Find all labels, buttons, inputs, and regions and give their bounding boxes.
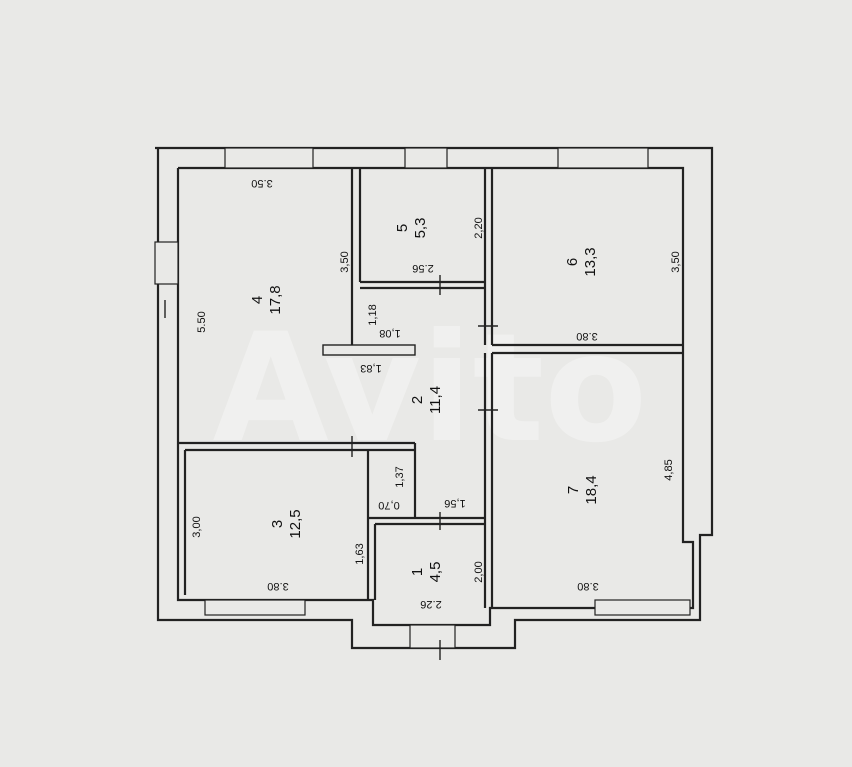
dim-label: 2.26 — [420, 598, 441, 610]
window-room4-left — [154, 241, 179, 285]
dim-label: 2.56 — [412, 262, 433, 274]
windows — [154, 147, 691, 649]
dim-label: 3,50 — [339, 251, 351, 272]
window-room7 — [594, 599, 691, 616]
dim-label: 1,18 — [367, 304, 379, 325]
svg-text:1: 1 — [409, 568, 426, 576]
dim-label: 5.50 — [196, 311, 208, 332]
room-6-label: 6 13,3 — [564, 247, 599, 276]
dim-label: 0,70 — [378, 499, 399, 511]
dim-label: 4,85 — [663, 459, 675, 480]
entry-door — [409, 624, 456, 649]
dim-label: 1,08 — [379, 327, 400, 339]
dim-label: 3.80 — [577, 580, 598, 592]
dimension-labels: 3.50 2.56 1,08 1,83 3.80 0,70 1,56 3.80 … — [191, 177, 682, 610]
dim-label: 2,00 — [473, 561, 485, 582]
dim-label: 3,00 — [191, 516, 203, 537]
dim-label: 3.80 — [267, 580, 288, 592]
room-5-label: 5 5,3 — [394, 218, 429, 239]
dim-label: 1,63 — [354, 543, 366, 564]
room-labels: 4 17,8 5 5,3 6 13,3 2 11,4 7 18,4 3 12,5… — [249, 218, 600, 583]
window-room6 — [557, 147, 649, 169]
room-3-label: 3 12,5 — [269, 509, 304, 538]
svg-text:13,3: 13,3 — [582, 247, 599, 276]
svg-text:3: 3 — [269, 520, 286, 528]
room-1-label: 1 4,5 — [409, 562, 444, 583]
dim-label: 3.50 — [251, 177, 272, 189]
dim-label: 2,20 — [473, 217, 485, 238]
room-7-label: 7 18,4 — [565, 475, 600, 504]
watermark: Avito — [213, 302, 648, 476]
room-4-label: 4 17,8 — [249, 285, 284, 314]
window-room4 — [224, 147, 314, 169]
svg-text:2: 2 — [409, 396, 426, 404]
svg-text:17,8: 17,8 — [267, 285, 284, 314]
svg-text:12,5: 12,5 — [287, 509, 304, 538]
dim-label: 1,37 — [394, 466, 406, 487]
dim-label: 1,56 — [444, 497, 465, 509]
dim-label: 1,83 — [360, 362, 381, 374]
door-ticks — [164, 275, 498, 660]
dim-label: 3.80 — [576, 330, 597, 342]
window-room3 — [204, 599, 306, 616]
interior-walls — [178, 168, 683, 608]
room-2-label: 2 11,4 — [409, 386, 444, 414]
svg-text:5,3: 5,3 — [412, 218, 429, 239]
window-room5 — [404, 147, 448, 169]
svg-text:4: 4 — [249, 296, 266, 304]
dim-label: 3,50 — [670, 251, 682, 272]
svg-text:6: 6 — [564, 258, 581, 266]
svg-text:18,4: 18,4 — [583, 475, 600, 504]
svg-text:4,5: 4,5 — [427, 562, 444, 583]
outer-walls — [155, 146, 714, 650]
svg-text:11,4: 11,4 — [427, 386, 444, 414]
svg-text:7: 7 — [565, 486, 582, 494]
svg-text:5: 5 — [394, 224, 411, 232]
